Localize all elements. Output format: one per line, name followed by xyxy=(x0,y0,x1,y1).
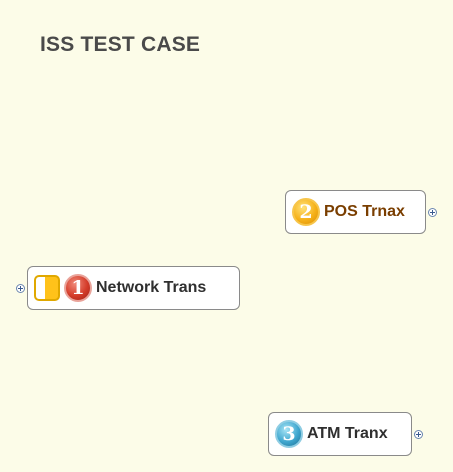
task-progress-icon xyxy=(34,275,60,301)
topic-label: POS Trnax xyxy=(324,203,405,220)
page-title: ISS TEST CASE xyxy=(40,33,201,56)
priority-1-icon: 1 xyxy=(64,274,92,302)
expand-topic-icon[interactable] xyxy=(414,430,423,439)
priority-1-number: 1 xyxy=(71,277,85,299)
topic-label: Network Trans xyxy=(96,279,207,296)
topic-pos-trnax[interactable]: 2 POS Trnax xyxy=(285,190,426,234)
topic-atm-tranx[interactable]: 3 ATM Tranx xyxy=(268,412,412,456)
priority-2-number: 2 xyxy=(299,201,313,223)
topic-network-trans[interactable]: 1 Network Trans xyxy=(27,266,240,310)
priority-2-icon: 2 xyxy=(292,198,320,226)
expand-topic-icon[interactable] xyxy=(16,284,25,293)
priority-3-icon: 3 xyxy=(275,420,303,448)
priority-3-number: 3 xyxy=(282,423,296,445)
topic-label: ATM Tranx xyxy=(307,425,388,442)
expand-topic-icon[interactable] xyxy=(428,208,437,217)
